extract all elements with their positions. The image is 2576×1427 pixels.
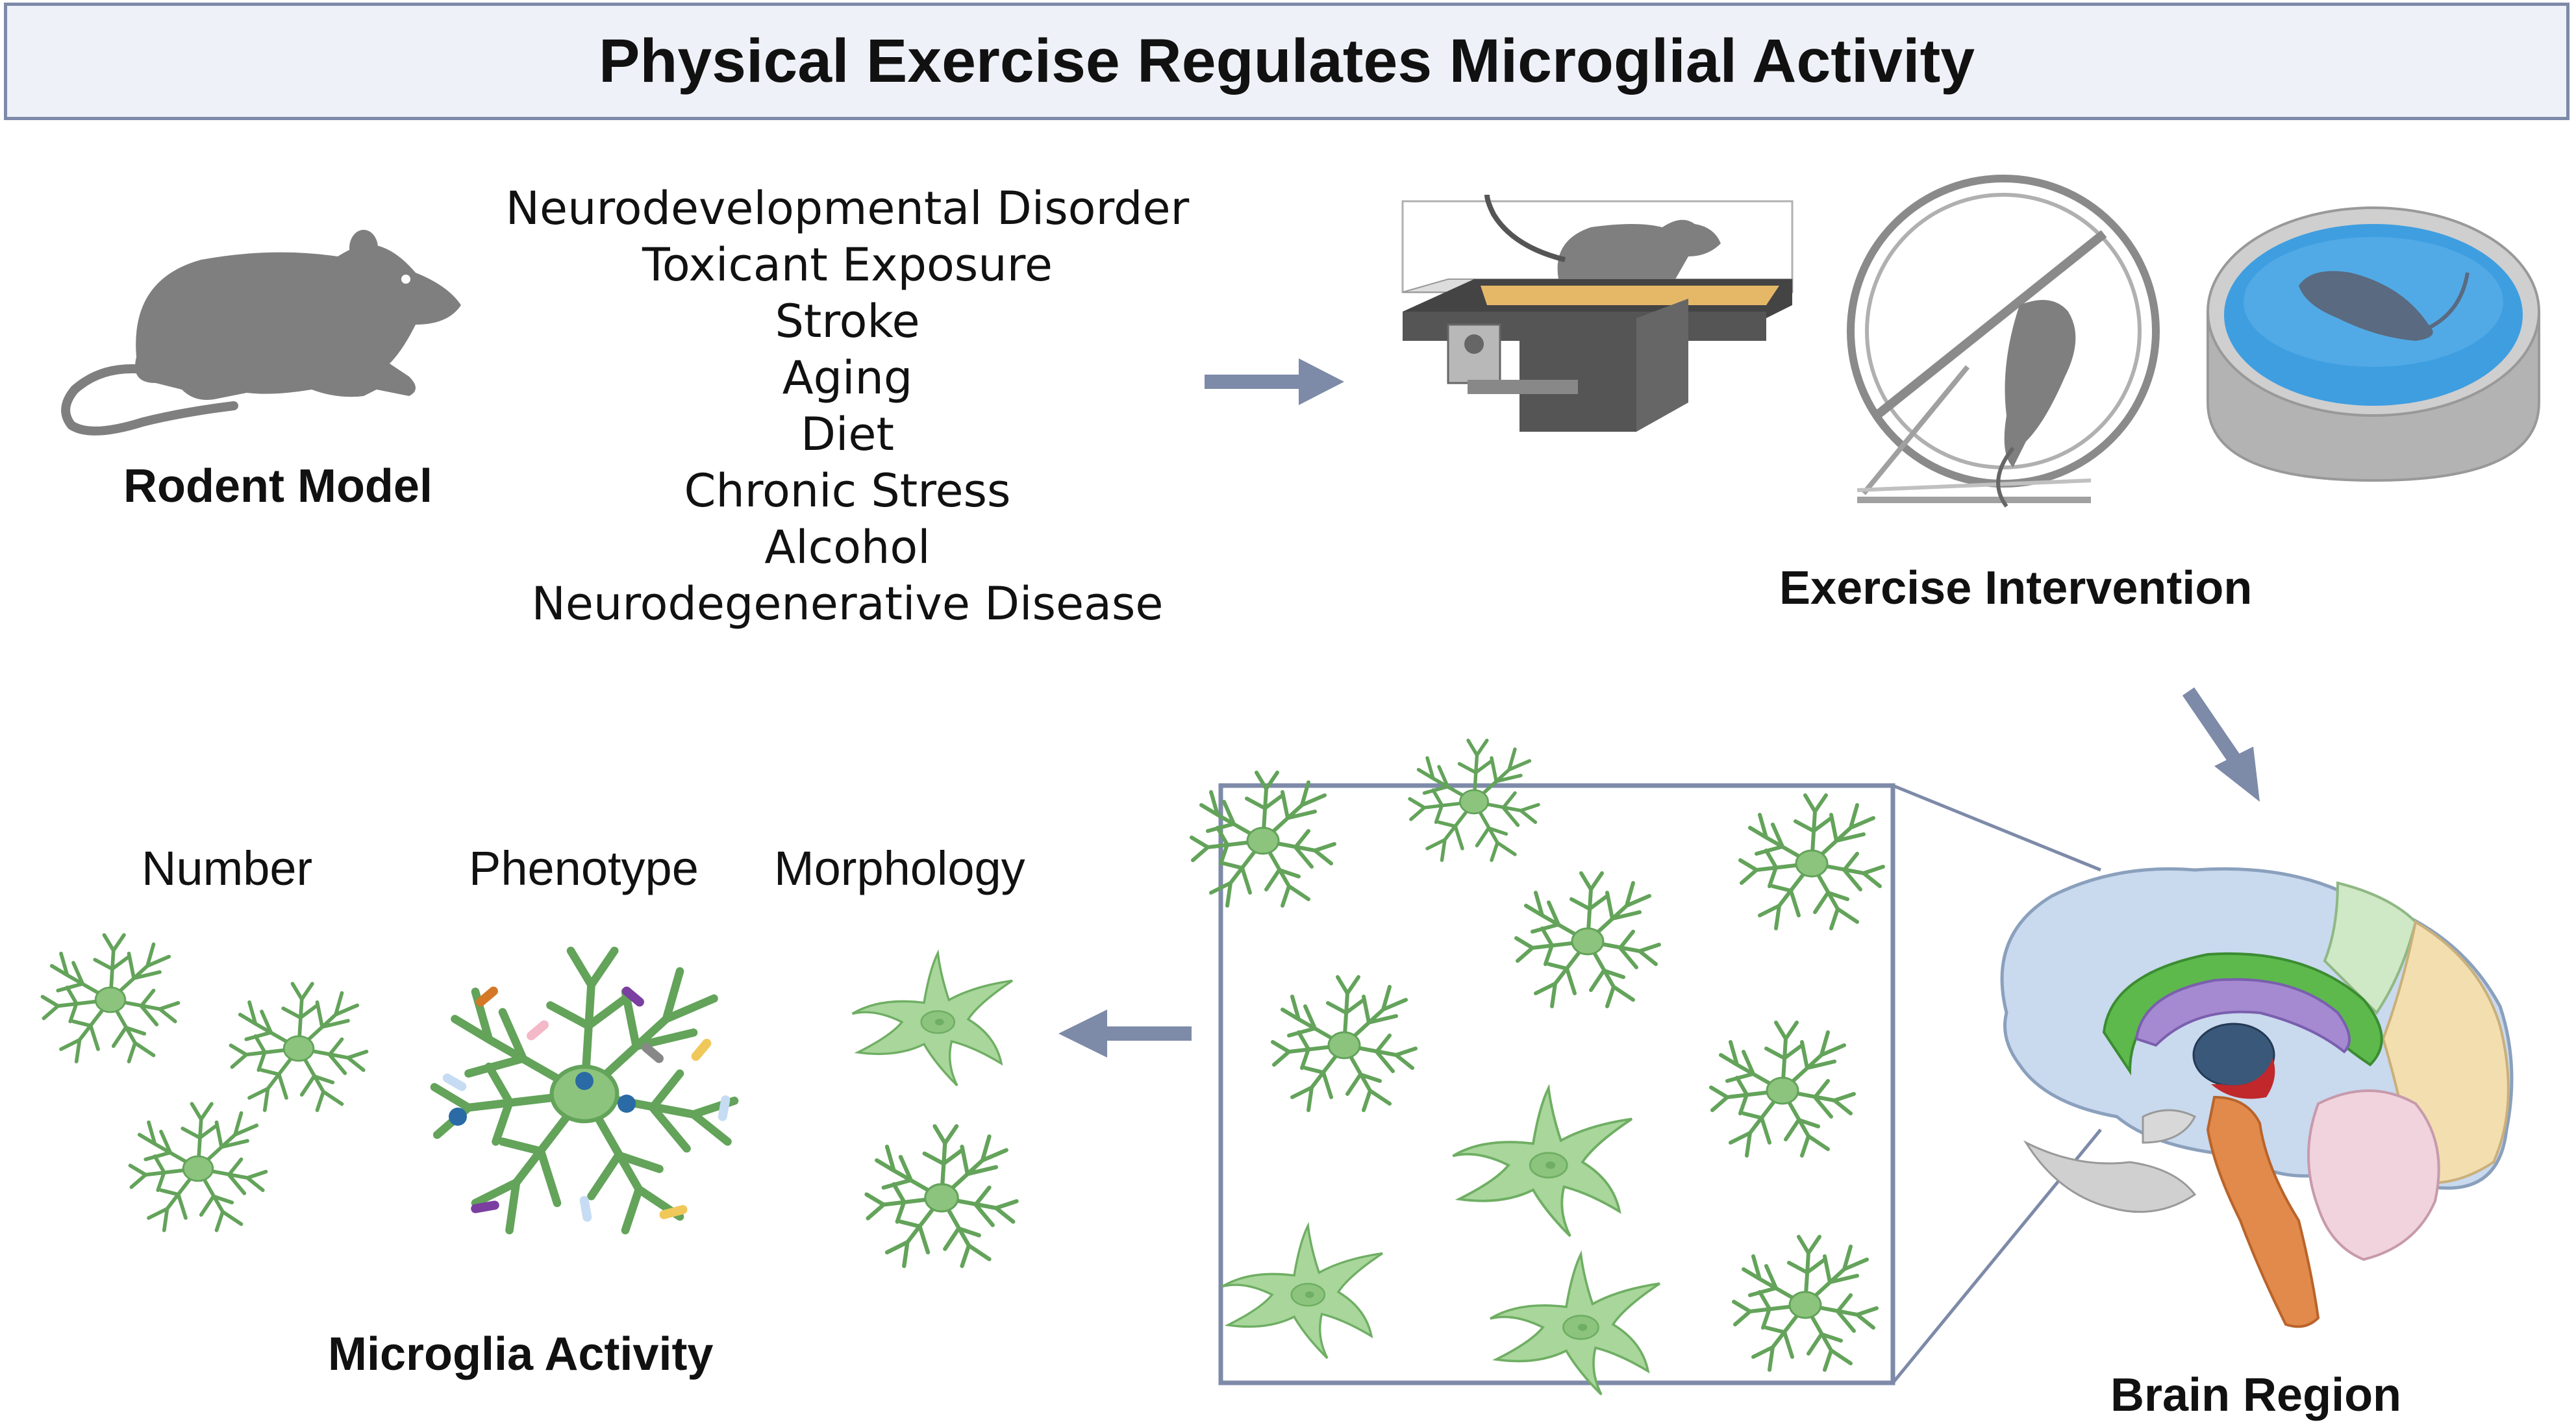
brain-zoom-panel — [1192, 741, 2102, 1396]
condition-item: Neurodevelopmental Disorder — [505, 182, 1190, 235]
condition-item: Diet — [801, 408, 894, 461]
number-label: Number — [142, 841, 313, 895]
page-title: Physical Exercise Regulates Microglial A… — [598, 27, 1975, 95]
number-microglia-group — [42, 935, 366, 1230]
microglia-activity-label: Microglia Activity — [328, 1328, 714, 1380]
phenotype-label: Phenotype — [469, 841, 699, 895]
condition-item: Toxicant Exposure — [642, 238, 1053, 292]
brain-sagittal-icon — [2000, 867, 2514, 1328]
rodent-model-label: Rodent Model — [123, 460, 432, 512]
phenotype-microglia-group — [434, 951, 734, 1231]
morphology-microglia-group — [851, 952, 1017, 1266]
condition-item: Aging — [782, 351, 913, 404]
swim-pool-icon — [2207, 206, 2540, 482]
arrow-left-icon — [1058, 1010, 1192, 1058]
conditions-list: Neurodevelopmental Disorder Toxicant Exp… — [494, 180, 1201, 632]
treadmill-icon — [1401, 194, 1794, 432]
title-banner: Physical Exercise Regulates Microglial A… — [4, 3, 2570, 120]
condition-item: Alcohol — [764, 521, 931, 574]
mouse-silhouette-icon — [61, 230, 461, 436]
condition-item: Stroke — [775, 295, 920, 348]
brain-region-label: Brain Region — [2110, 1369, 2402, 1421]
arrow-right-icon — [1205, 358, 1344, 405]
condition-item: Chronic Stress — [684, 464, 1011, 517]
morphology-label: Morphology — [774, 841, 1025, 895]
running-wheel-icon — [1847, 175, 2160, 508]
condition-item: Neurodegenerative Disease — [531, 577, 1164, 630]
arrow-down-icon — [2182, 687, 2260, 802]
exercise-intervention-label: Exercise Intervention — [1779, 562, 2253, 614]
